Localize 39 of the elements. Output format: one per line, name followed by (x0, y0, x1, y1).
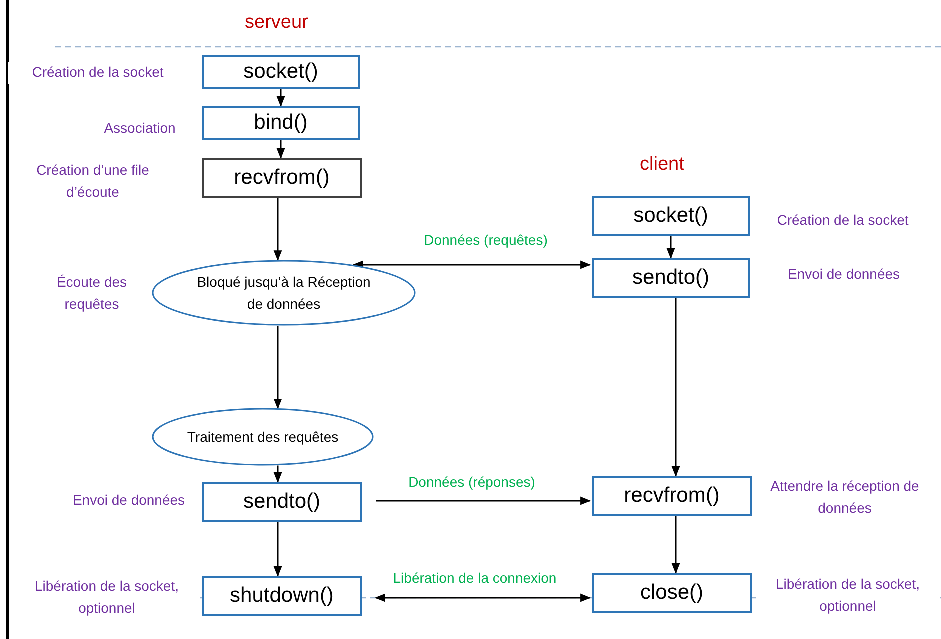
arrow (276, 140, 286, 160)
function-box (592, 258, 750, 298)
node-text: bind() (254, 111, 308, 135)
function-box (202, 482, 362, 522)
arrow (352, 260, 592, 270)
function-box (592, 196, 750, 236)
section-title: client (640, 154, 684, 176)
function-box (592, 573, 752, 613)
node-text: socket() (634, 204, 708, 228)
node-text: recvfrom() (624, 484, 720, 508)
arrow (274, 326, 282, 410)
arrow (274, 522, 282, 578)
function-box (592, 476, 752, 516)
process-ellipse (152, 408, 374, 466)
function-box (202, 576, 362, 616)
arrow (276, 89, 286, 108)
function-box (202, 158, 362, 198)
arrow (666, 236, 676, 260)
edge-label: Libération de la connexion (391, 570, 559, 586)
function-box (202, 106, 360, 140)
arrow (672, 298, 680, 478)
arrow (672, 516, 680, 574)
function-box (202, 55, 360, 89)
arrow (374, 594, 592, 602)
node-text: recvfrom() (234, 166, 330, 190)
section-title: serveur (245, 12, 308, 34)
node-text: close() (640, 581, 704, 605)
node-text: Traitement des requêtes (187, 428, 339, 447)
node-text: sendto() (632, 266, 710, 290)
node-text: shutdown() (230, 584, 334, 608)
node-text: sendto() (243, 490, 321, 514)
node-text: Bloqué jusqu’à la Réception de données (196, 272, 372, 314)
process-ellipse (152, 260, 416, 326)
arrow (274, 466, 282, 484)
edge-label: Données (réponses) (406, 474, 538, 490)
node-text: socket() (244, 60, 318, 84)
arrow (274, 198, 282, 262)
arrow (376, 496, 592, 506)
edge-label: Données (requêtes) (422, 232, 550, 248)
